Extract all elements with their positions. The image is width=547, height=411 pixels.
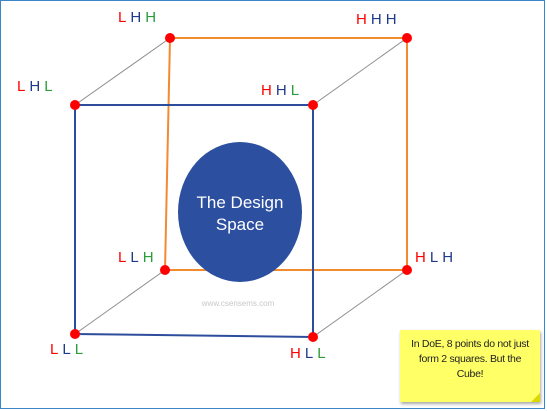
edge-top-left xyxy=(74,37,171,106)
vertex-front-top-right xyxy=(308,100,318,110)
vertex-front-bottom-left xyxy=(70,329,80,339)
vertex-back-bottom-right xyxy=(402,265,412,275)
vertex-back-top-right xyxy=(402,33,412,43)
center-label-line2: Space xyxy=(216,215,264,234)
sticky-note: In DoE, 8 points do not just form 2 squa… xyxy=(400,330,540,402)
vertex-front-top-left xyxy=(70,100,80,110)
vertex-dots xyxy=(70,33,412,342)
watermark: www.csensems.com xyxy=(201,299,275,308)
vertex-back-bottom-left xyxy=(160,265,170,275)
sticky-note-text: In DoE, 8 points do not just form 2 squa… xyxy=(411,338,529,380)
edge-top-right xyxy=(312,37,408,106)
vertex-back-top-left xyxy=(165,33,175,43)
edge-bottom-right xyxy=(312,269,408,338)
design-space-ellipse xyxy=(178,142,302,282)
sticky-note-fold xyxy=(531,393,540,402)
vertex-front-bottom-right xyxy=(308,332,318,342)
edge-bottom-left xyxy=(74,269,166,335)
center-label-line1: The Design xyxy=(197,193,284,212)
